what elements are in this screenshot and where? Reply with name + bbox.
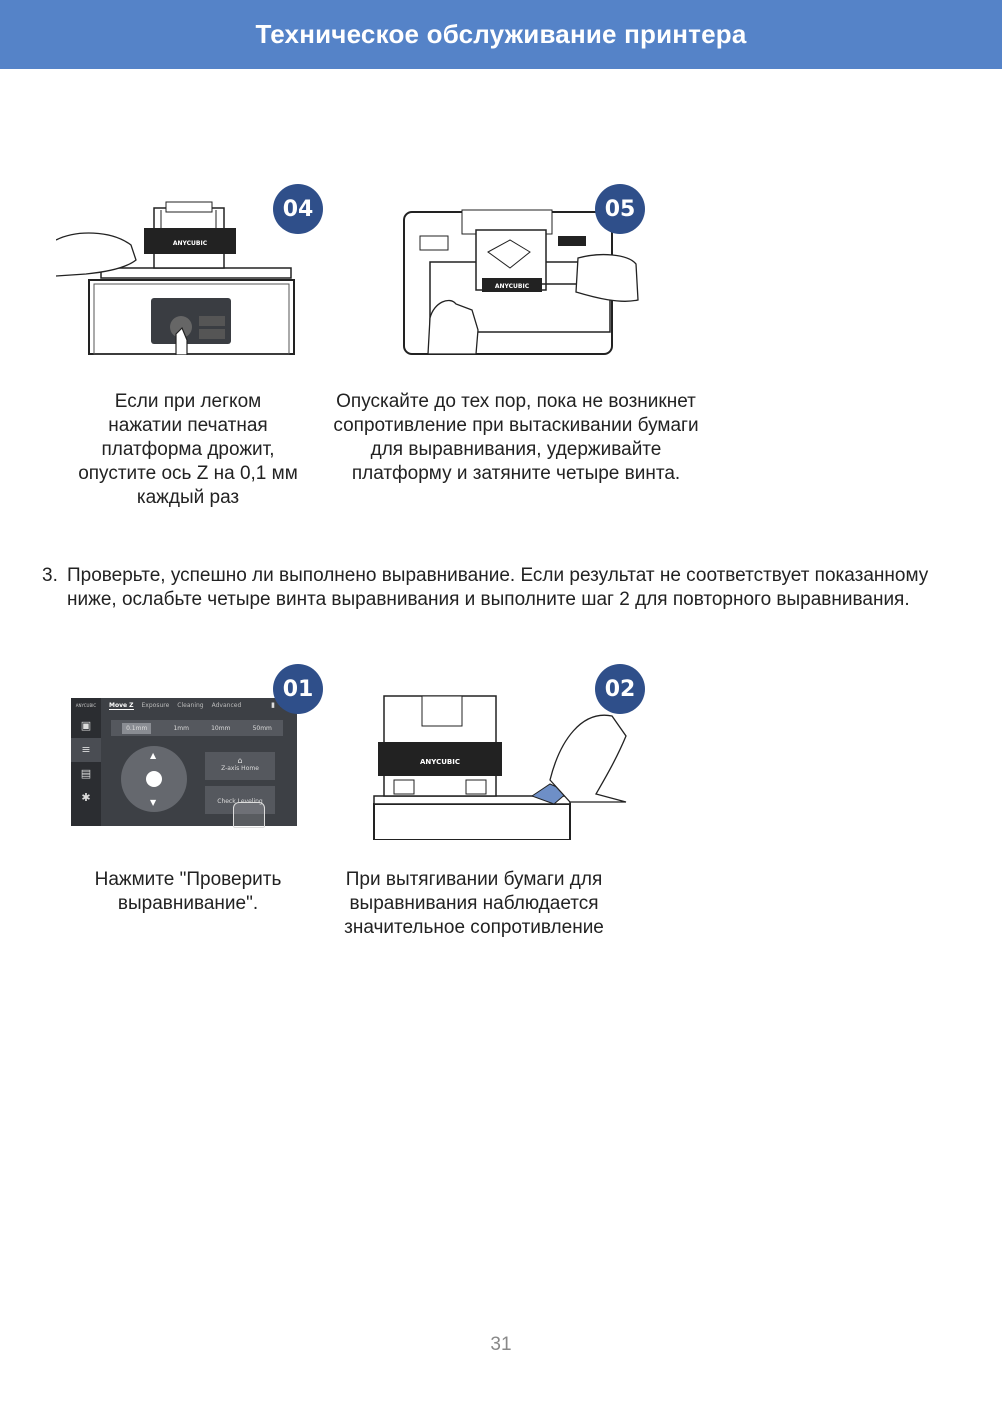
z-up-icon[interactable]: ▲ xyxy=(150,751,157,760)
figure-01: ANYCUBIC ▣ ≡ ▤ ✱ Move Z Exposure Cleanin… xyxy=(71,664,331,830)
tap-hand-icon xyxy=(233,802,265,828)
settings-icon[interactable]: ✱ xyxy=(81,791,91,804)
ui-logo: ANYCUBIC xyxy=(75,703,97,708)
z-stop-button[interactable] xyxy=(146,771,162,787)
step-badge-04: 04 xyxy=(273,184,323,234)
check-leveling-label: Check Leveling xyxy=(217,798,263,805)
step-3: 3. Проверьте, успешно ли выполнено вырав… xyxy=(42,564,942,612)
step-badge-02: 02 xyxy=(595,664,645,714)
printer-paper-illustration: ANYCUBIC xyxy=(403,209,639,355)
figure-04: ANYCUBIC 04 xyxy=(56,184,323,355)
step-50mm[interactable]: 50mm xyxy=(252,724,272,732)
page-number: 31 xyxy=(490,1334,512,1355)
printer-press-illustration: ANYCUBIC xyxy=(56,201,295,355)
caption-05: Опускайте до тех пор, пока не возникнет … xyxy=(333,391,699,484)
figure-05: ANYCUBIC 05 xyxy=(400,184,650,355)
step-badge-05: 05 xyxy=(595,184,645,234)
step-0-1mm[interactable]: 0.1mm xyxy=(122,722,152,734)
files-icon[interactable]: ▤ xyxy=(80,767,92,780)
ui-lock-icon: ▮ xyxy=(271,701,275,709)
tools-icon[interactable]: ≡ xyxy=(71,738,101,762)
step-text: Проверьте, успешно ли выполнено выравнив… xyxy=(67,565,929,610)
print-icon[interactable]: ▣ xyxy=(80,719,92,732)
z-jog-wheel[interactable]: ▲ ▼ xyxy=(121,746,187,812)
z-down-icon[interactable]: ▼ xyxy=(150,798,157,807)
printer-touch-ui: ANYCUBIC ▣ ≡ ▤ ✱ Move Z Exposure Cleanin… xyxy=(71,698,297,828)
step-selector: 0.1mm 1mm 10mm 50mm xyxy=(111,720,283,736)
brand-label: ANYCUBIC xyxy=(495,283,530,290)
step-10mm[interactable]: 10mm xyxy=(211,724,231,732)
caption-01: Нажмите "Проверить выравнивание". xyxy=(94,869,282,914)
ui-sidebar: ANYCUBIC ▣ ≡ ▤ ✱ xyxy=(71,698,101,826)
z-home-button[interactable]: ⌂ Z-axis Home xyxy=(205,752,275,780)
tab-advanced[interactable]: Advanced xyxy=(211,702,242,709)
brand-label: ANYCUBIC xyxy=(173,240,208,247)
figure-02: ANYCUBIC 02 xyxy=(372,664,645,840)
check-leveling-button[interactable]: Check Leveling xyxy=(205,786,275,814)
page-header: Техническое обслуживание принтера xyxy=(0,0,1002,69)
caption-04: Если при легком нажатии печатная платфор… xyxy=(78,391,298,508)
tab-cleaning[interactable]: Cleaning xyxy=(177,702,204,709)
tab-exposure[interactable]: Exposure xyxy=(141,702,170,709)
z-home-label: Z-axis Home xyxy=(221,765,259,772)
ui-tabs: Move Z Exposure Cleaning Advanced xyxy=(109,702,241,710)
tab-move-z[interactable]: Move Z xyxy=(109,702,134,710)
page-title: Техническое обслуживание принтера xyxy=(255,19,747,49)
brand-label: ANYCUBIC xyxy=(420,758,460,766)
home-icon: ⌂ xyxy=(237,756,243,765)
step-number: 3. xyxy=(42,565,58,586)
caption-02: При вытягивании бумаги для выравнивания … xyxy=(344,869,604,938)
step-1mm[interactable]: 1mm xyxy=(173,724,189,732)
printer-resistance-illustration: ANYCUBIC xyxy=(373,695,627,840)
step-badge-01: 01 xyxy=(273,664,323,714)
